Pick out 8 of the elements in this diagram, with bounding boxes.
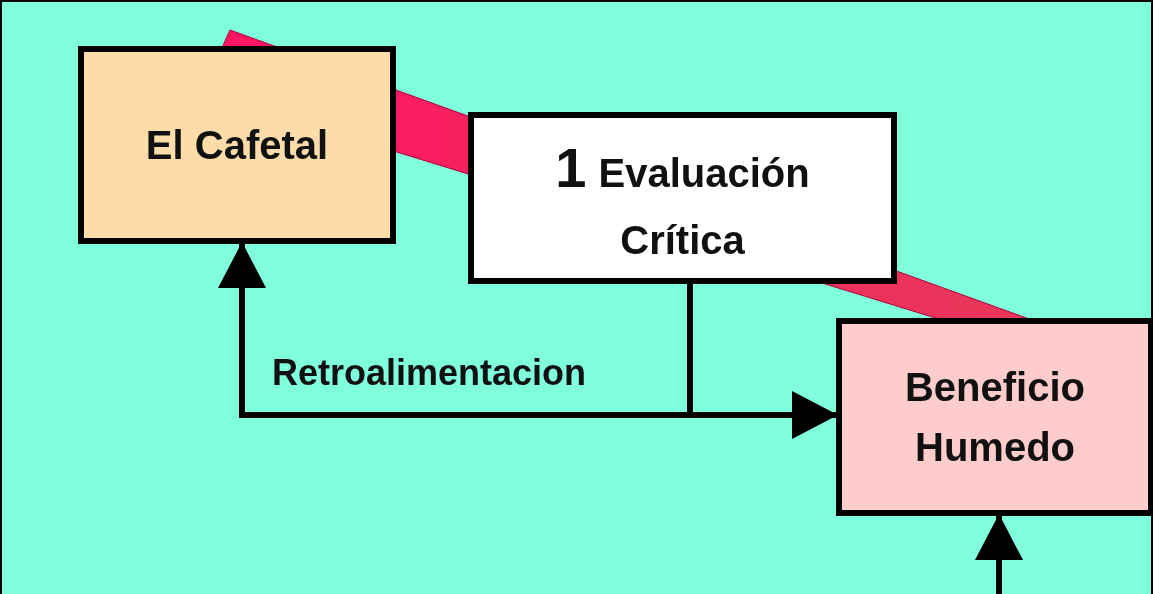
box-label: Beneficio Humedo [904, 365, 1085, 469]
arrow [975, 514, 1023, 594]
process-box [468, 112, 897, 284]
process-box [78, 46, 396, 244]
box-label: El Cafetal [145, 123, 329, 167]
step-number: 1 [555, 136, 587, 199]
process-box [836, 318, 1151, 516]
box-label: Evaluación Crítica [598, 151, 810, 262]
